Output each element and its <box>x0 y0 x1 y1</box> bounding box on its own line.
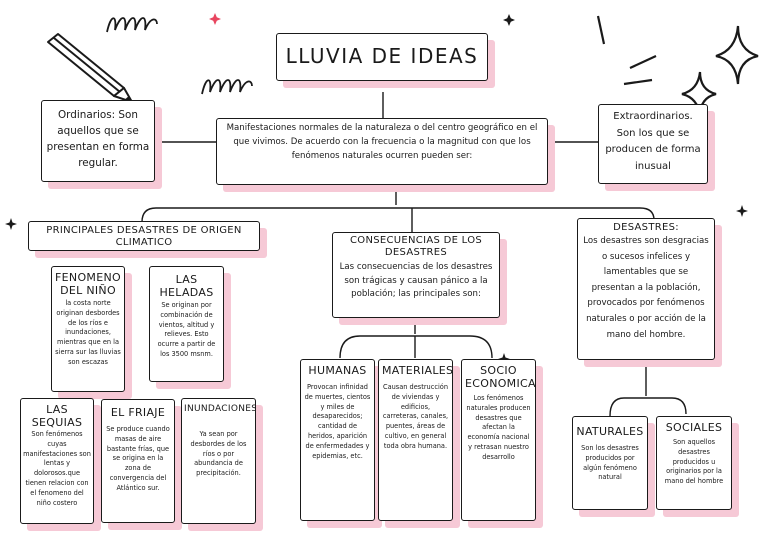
desastres-text: Los desastres son desgracias o sucesos i… <box>583 236 709 340</box>
page-title: LLUVIA DE IDEAS <box>285 44 479 68</box>
principales-item-text: Se produce cuando masas de aire bastante… <box>106 425 170 492</box>
principales-item: INUNDACIONES Ya sean por desbordes de lo… <box>181 398 256 524</box>
principales-item-title: LAS SEQUIAS <box>31 403 83 429</box>
consecuencias-text: Las consecuencias de los desastres son t… <box>339 262 493 299</box>
consecuencias-item-title: HUMANAS <box>308 364 367 377</box>
desastres-item-title: SOCIALES <box>665 421 723 434</box>
desastres-item-text: Son aquellos desastres producidos u orig… <box>664 438 724 486</box>
intro-text: Manifestaciones normales de la naturalez… <box>226 123 538 161</box>
spiral-icon <box>201 79 253 95</box>
principales-item-title: FENOMENO DEL NIÑO <box>55 271 121 297</box>
star-icon <box>5 218 17 230</box>
principales-header: PRINCIPALES DESASTRES DE ORIGEN CLIMATIC… <box>28 221 260 251</box>
title-box: LLUVIA DE IDEAS <box>276 33 488 81</box>
desastres-title: DESASTRES: <box>613 222 679 233</box>
star-icon <box>736 205 748 217</box>
pencil-icon <box>47 33 133 103</box>
consecuencias-item-title: MATERIALES <box>382 364 453 377</box>
star-icon <box>209 13 221 25</box>
principales-item: LAS SEQUIAS Son fenómenos cuyas manifest… <box>20 398 94 524</box>
principales-item-title: EL FRIAJE <box>110 406 166 419</box>
consecuencias-item-text: Provocan infinidad de muertes, cientos y… <box>304 383 371 460</box>
principales-item-text: Se originan por combinación de vientos, … <box>157 301 216 358</box>
principales-item-text: Son fenómenos cuyas manifestaciones son … <box>23 430 91 507</box>
principales-item-text: Ya sean por desbordes de los ríos o por … <box>190 430 247 478</box>
desastres-item: NATURALES Son los desastres producidos p… <box>572 416 648 510</box>
principales-item: FENOMENO DEL NIÑO la costa norte origina… <box>51 266 125 392</box>
desastres-box: DESASTRES: Los desastres son desgracias … <box>577 218 715 360</box>
desastres-item: SOCIALES Son aquellos desastres producid… <box>656 416 732 510</box>
desastres-item-title: NATURALES <box>576 425 644 438</box>
ordinarios-box: Ordinarios: Son aquellos que se presenta… <box>41 100 155 182</box>
extraordinarios-text: Extraordinarios. Son los que se producen… <box>605 111 701 172</box>
star-icon <box>503 14 515 26</box>
consecuencias-title: CONSECUENCIAS DE LOS DESASTRES <box>349 235 483 258</box>
consecuencias-item-text: Causan destrucción de viviendas y edific… <box>382 383 449 450</box>
consecuencias-box: CONSECUENCIAS DE LOS DESASTRES Las conse… <box>332 232 500 318</box>
intro-box: Manifestaciones normales de la naturalez… <box>216 118 548 185</box>
principales-title: PRINCIPALES DESASTRES DE ORIGEN CLIMATIC… <box>46 225 242 248</box>
principales-item: EL FRIAJE Se produce cuando masas de air… <box>101 399 175 523</box>
consecuencias-item: HUMANAS Provocan infinidad de muertes, c… <box>300 359 375 521</box>
principales-item-text: la costa norte originan desbordes de los… <box>55 299 121 366</box>
principales-item-title: INUNDACIONES <box>184 404 256 414</box>
spiral-icon <box>106 17 158 33</box>
desastres-item-text: Son los desastres producidos por algún f… <box>581 444 639 482</box>
consecuencias-item: SOCIO ECONOMICA Los fenómenos naturales … <box>461 359 536 521</box>
extraordinarios-box: Extraordinarios. Son los que se producen… <box>598 104 708 184</box>
consecuencias-item-title: SOCIO ECONOMICA <box>465 364 536 390</box>
principales-item-title: LAS HELADAS <box>159 273 214 299</box>
consecuencias-item-text: Los fenómenos naturales producen desastr… <box>466 394 531 461</box>
ordinarios-text: Ordinarios: Son aquellos que se presenta… <box>46 109 150 169</box>
consecuencias-item: MATERIALES Causan destrucción de viviend… <box>378 359 453 521</box>
principales-item: LAS HELADAS Se originan por combinación … <box>149 266 224 382</box>
